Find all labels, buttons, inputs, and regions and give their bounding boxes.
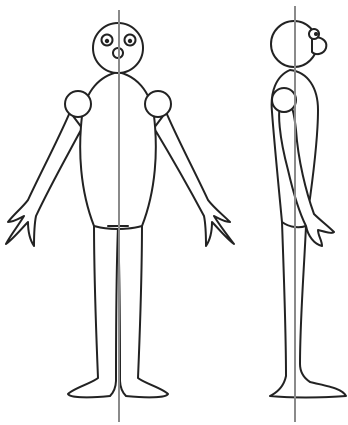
side-view-figure: [270, 21, 346, 398]
side-legs: [270, 222, 346, 398]
front-right-shoulder: [145, 91, 171, 117]
front-right-arm: [154, 112, 234, 246]
front-left-leg: [68, 222, 118, 397]
front-right-pupil: [128, 39, 132, 43]
front-left-arm: [6, 112, 82, 246]
front-right-leg: [118, 222, 168, 397]
front-left-shoulder: [65, 91, 91, 117]
side-pupil: [314, 32, 318, 36]
side-shoulder: [272, 88, 296, 112]
front-left-pupil: [105, 39, 109, 43]
